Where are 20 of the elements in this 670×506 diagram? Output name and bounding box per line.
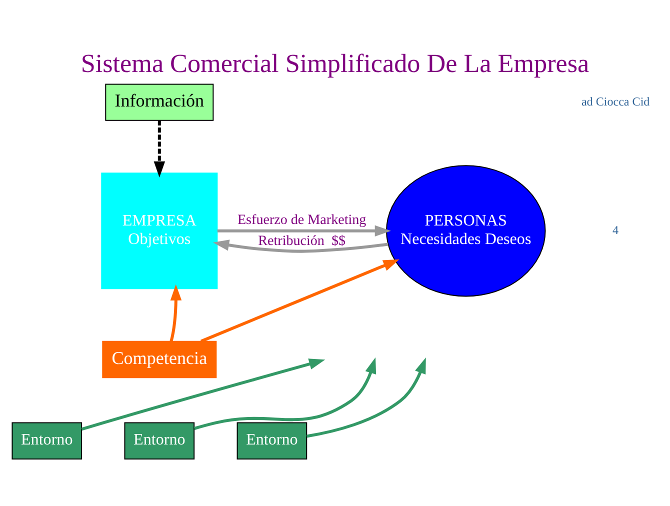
arrow [81, 358, 326, 431]
arrow [154, 120, 166, 178]
arrow [194, 357, 376, 430]
edge-label: Esfuerzo de Marketing [237, 212, 366, 228]
node-box: Entorno [124, 422, 195, 460]
arrow [217, 225, 391, 237]
arrow [170, 284, 182, 342]
label: 4 [612, 223, 619, 238]
arrow [212, 240, 388, 253]
node-box: Entorno [12, 422, 82, 460]
node-box: Competencia [102, 340, 217, 378]
node-box: Información [105, 84, 214, 121]
diagram-title: Sistema Comercial Simplificado De La Empresa [80, 48, 590, 78]
node-box: EMPRESA Objetivos [101, 172, 218, 290]
node-ellipse: PERSONAS Necesidades Deseos [386, 165, 546, 297]
arrow [306, 357, 426, 438]
label: ad Ciocca Cid [581, 94, 650, 108]
node-box: Entorno [236, 422, 308, 460]
edge-label: Retribución $$ [258, 233, 346, 250]
arrow [200, 259, 400, 343]
